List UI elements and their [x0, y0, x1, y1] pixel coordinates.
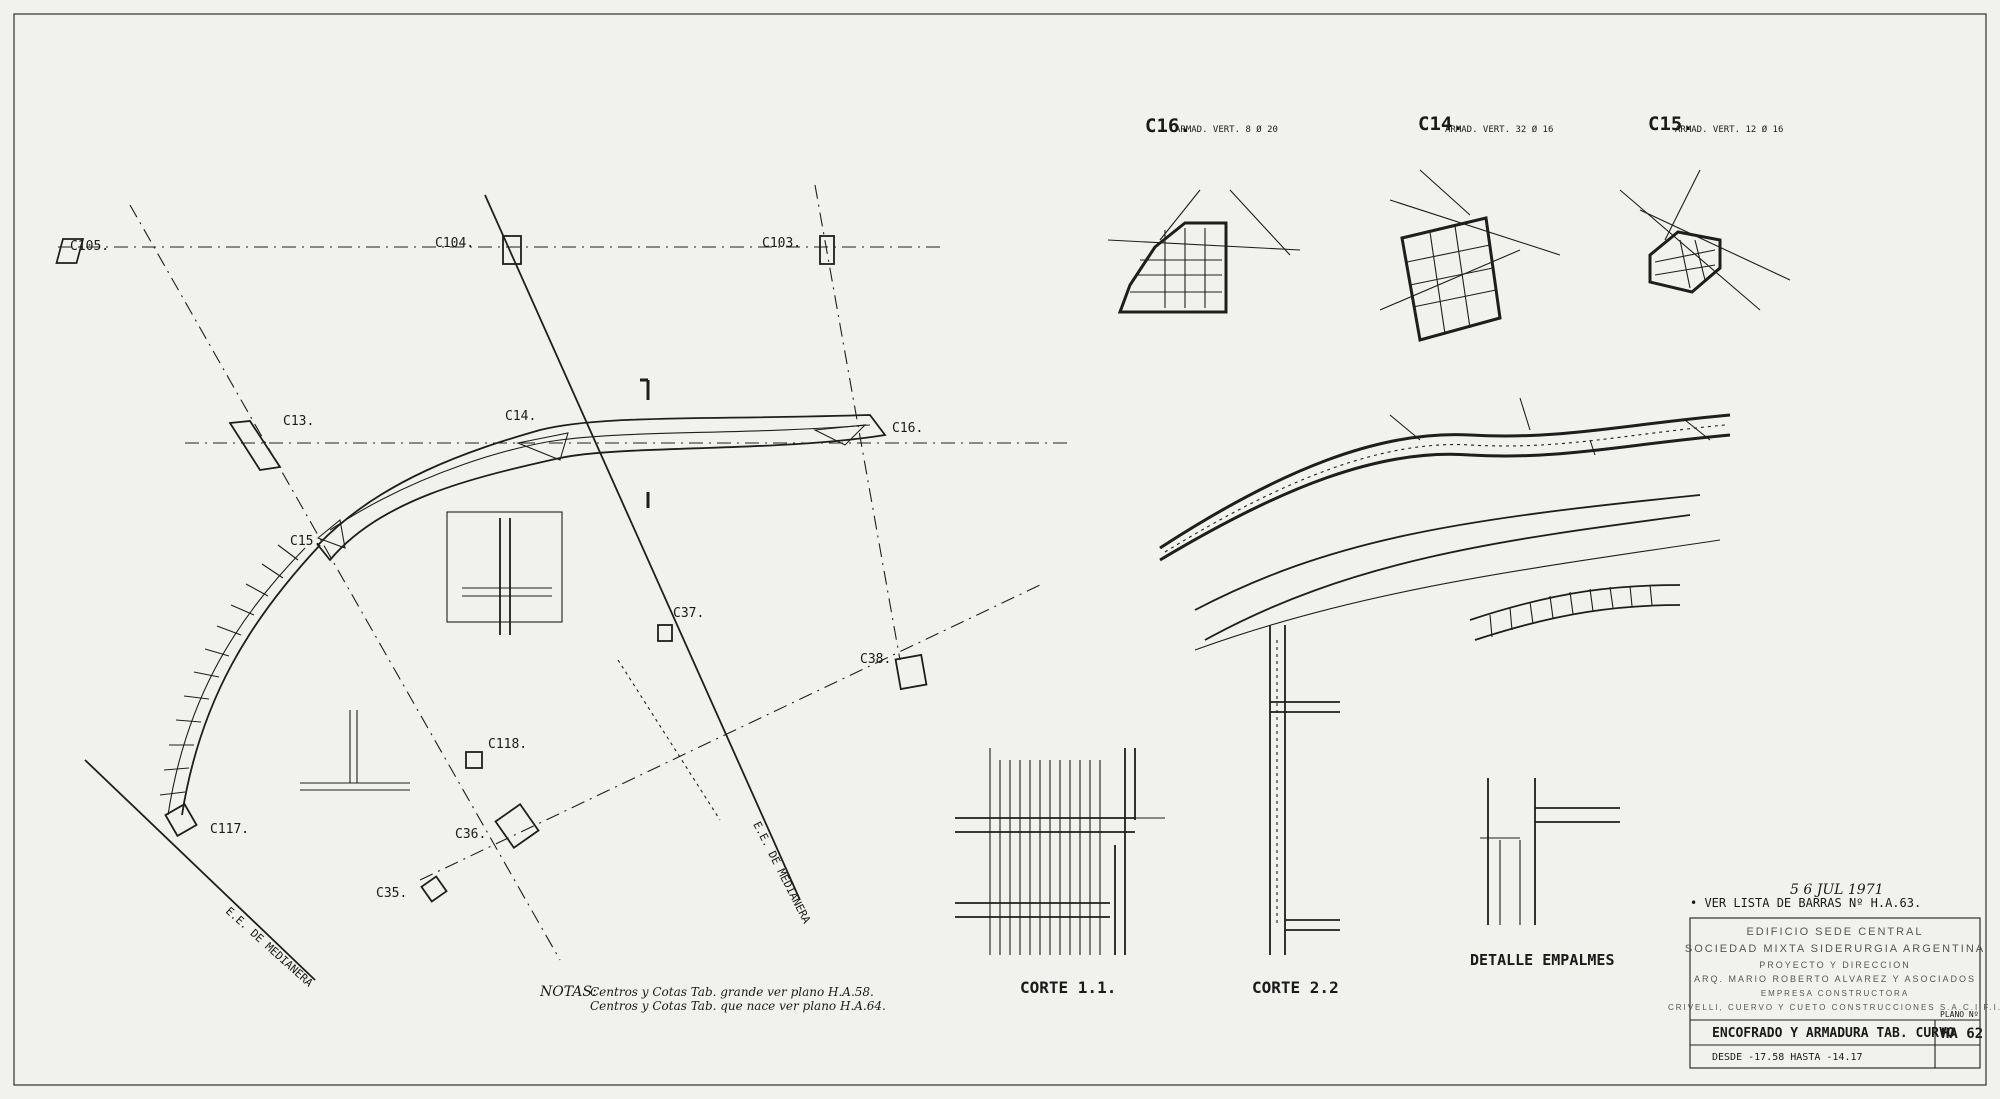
label-c15: C15.: [290, 534, 321, 549]
section-mark-2: [640, 378, 650, 508]
tb-project-label: PROYECTO Y DIRECCION: [1759, 960, 1911, 970]
section-outline-c14: [1400, 216, 1502, 342]
notes-prefix: NOTAS:: [539, 984, 597, 1000]
corte-1-1-label: CORTE 1.1.: [1020, 978, 1116, 997]
label-c14: C14.: [505, 409, 536, 424]
tb-builder-label: EMPRESA CONSTRUCTORA: [1761, 989, 1909, 998]
axis-line-diag-2: [484, 194, 801, 901]
section-outline-c16: [1117, 221, 1228, 314]
sheet-border: [13, 13, 1987, 1086]
longitudinal-elevation: [1159, 397, 1731, 651]
beam-detail: [1469, 584, 1681, 641]
curved-slab-centerline: [329, 424, 871, 531]
detalle-empalmes-label: DETALLE EMPALMES: [1470, 951, 1615, 969]
tb-building: EDIFICIO SEDE CENTRAL: [1746, 926, 1923, 938]
corte-1-1: CORTE 1.1.: [955, 748, 1165, 997]
bar-list-reference: • VER LISTA DE BARRAS Nº H.A.63.: [1690, 896, 1921, 910]
bar-curve-2: [1204, 514, 1691, 641]
medianera-right: [617, 659, 721, 821]
section-title-c16: C16.: [1145, 115, 1191, 137]
label-c37: C37.: [673, 606, 704, 621]
section-title-c14: C14.: [1418, 113, 1464, 135]
label-c118: C118.: [488, 737, 527, 752]
tb-plano-number: HA 62: [1941, 1026, 1983, 1042]
label-c104: C104.: [435, 236, 474, 251]
label-c13: C13.: [283, 414, 314, 429]
column-head-c15: [316, 518, 346, 549]
curved-slab-outline: [316, 414, 887, 562]
medianera-left: [84, 759, 316, 981]
section-c16: C16. ARMAD. VERT. 8 Ø 20: [1107, 115, 1301, 314]
section-sub-c14: ARMAD. VERT. 32 Ø 16: [1445, 124, 1553, 135]
section-bars-c15: [1619, 169, 1791, 311]
section-bars-c16: [1107, 189, 1301, 308]
label-c105: C105.: [70, 239, 109, 254]
tb-drawing-title: ENCOFRADO Y ARMADURA TAB. CURVO: [1712, 1026, 1955, 1041]
bar-curve-1: [1194, 494, 1701, 611]
label-c38: C38.: [860, 652, 891, 667]
plan-inset-tee-1: [300, 710, 410, 791]
corte-2-2-label: CORTE 2.2: [1252, 978, 1339, 997]
tb-plano-label: PLANO Nº: [1940, 1010, 1979, 1019]
notes-line-1: Centros y Cotas Tab. grande ver plano H.…: [590, 985, 874, 999]
section-c15: C15. ARMAD. VERT. 12 Ø 16: [1619, 113, 1791, 311]
section-sub-c16: ARMAD. VERT. 8 Ø 20: [1175, 124, 1278, 135]
label-c117: C117.: [210, 822, 249, 837]
column-head-c14: [516, 432, 569, 461]
slab-top-line: [1159, 413, 1731, 550]
column-c105: [55, 238, 85, 264]
section-sub-c15: ARMAD. VERT. 12 Ø 16: [1675, 124, 1783, 135]
axis-label-right: E.E. DE MEDIANERA: [750, 819, 813, 926]
tb-owner: SOCIEDAD MIXTA SIDERURGIA ARGENTINA: [1685, 943, 1985, 955]
ramp-curve-outer: [181, 544, 321, 816]
notes-line-2: Centros y Cotas Tab. que nace ver plano …: [590, 999, 886, 1013]
axis-line-diag-1: [129, 204, 561, 961]
slab-stirrups: [1164, 424, 1726, 553]
label-c103: C103.: [762, 236, 801, 251]
label-c36: C36.: [455, 827, 486, 842]
column-c35: [420, 875, 448, 903]
label-c16: C16.: [892, 421, 923, 436]
ramp-ribs: [159, 544, 299, 796]
axis-line-bottom: [419, 584, 1041, 881]
section-title-c15: C15.: [1648, 113, 1694, 135]
tb-architects: ARQ. MARIO ROBERTO ALVAREZ Y ASOCIADOS: [1694, 974, 1976, 984]
column-c38: [894, 653, 928, 691]
label-c35: C35.: [376, 886, 407, 901]
column-head-c16: [813, 424, 867, 446]
column-c117: [164, 802, 198, 838]
column-c103: [819, 235, 835, 265]
bar-curve-3: [1194, 539, 1721, 651]
slab-bottom-line: [1159, 433, 1731, 562]
section-outline-c15: [1648, 230, 1722, 294]
corte-2-2: CORTE 2.2: [1252, 625, 1340, 997]
axis-label-left: E.E. DE MEDIANERA: [223, 905, 316, 990]
corte-1-1-hatch: [999, 760, 1101, 955]
column-c37: [657, 624, 673, 642]
title-block: EDIFICIO SEDE CENTRAL SOCIEDAD MIXTA SID…: [1668, 917, 2000, 1069]
tb-range: DESDE -17.58 HASTA -14.17: [1712, 1052, 1863, 1063]
column-c13: [228, 420, 282, 471]
date-stamp: 5 6 JUL 1971: [1790, 882, 1884, 898]
axis-line-diag-3: [814, 184, 901, 661]
section-c14: C14. ARMAD. VERT. 32 Ø 16: [1379, 113, 1561, 342]
plan-inset-section: [446, 511, 563, 635]
notes: NOTAS: Centros y Cotas Tab. grande ver p…: [539, 984, 886, 1013]
column-c104: [502, 235, 522, 265]
column-c36: [494, 803, 540, 849]
elevation-leaders: [1389, 397, 1711, 456]
column-c118: [465, 751, 483, 769]
section-bars-c14: [1379, 169, 1561, 335]
detalle-empalmes: DETALLE EMPALMES: [1470, 778, 1620, 969]
tb-builder: CRIVELLI, CUERVO Y CUETO CONSTRUCCIONES …: [1668, 1003, 2000, 1012]
plan-view: C105. C104. C103. C13. C14. C16. C15. C3…: [55, 184, 1070, 990]
ramp-curve-inner: [167, 547, 306, 816]
